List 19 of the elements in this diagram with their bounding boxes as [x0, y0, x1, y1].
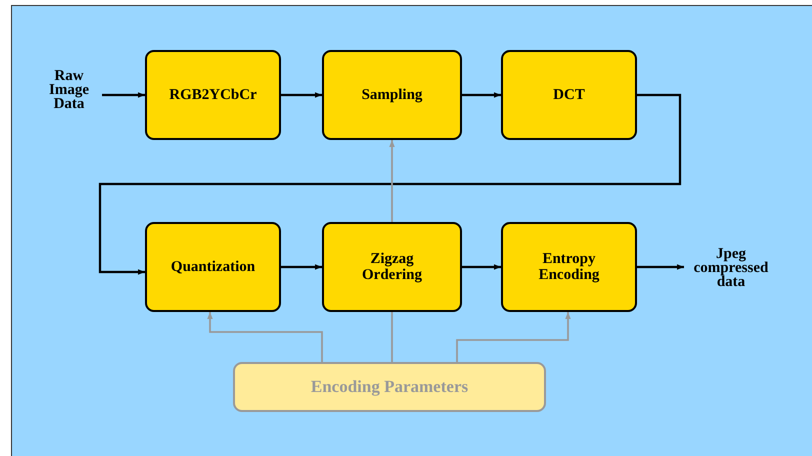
arrow — [98, 94, 682, 275]
arrow — [389, 140, 395, 222]
process-box: Sampling — [322, 50, 462, 140]
arrow — [102, 92, 145, 98]
arrow — [637, 264, 684, 270]
arrow — [462, 264, 501, 270]
arrow — [281, 92, 322, 98]
parameter-box: Encoding Parameters — [233, 362, 546, 412]
process-box: RGB2YCbCr — [145, 50, 281, 140]
process-box: DCT — [501, 50, 637, 140]
process-box: Entropy Encoding — [501, 222, 637, 312]
process-box: Quantization — [145, 222, 281, 312]
arrow — [456, 312, 571, 362]
arrow — [462, 92, 501, 98]
io-label: Jpeg compressed data — [686, 242, 776, 294]
arrow — [281, 264, 322, 270]
io-label: Raw Image Data — [40, 62, 98, 118]
process-box: Zigzag Ordering — [322, 222, 462, 312]
arrow — [207, 312, 323, 362]
